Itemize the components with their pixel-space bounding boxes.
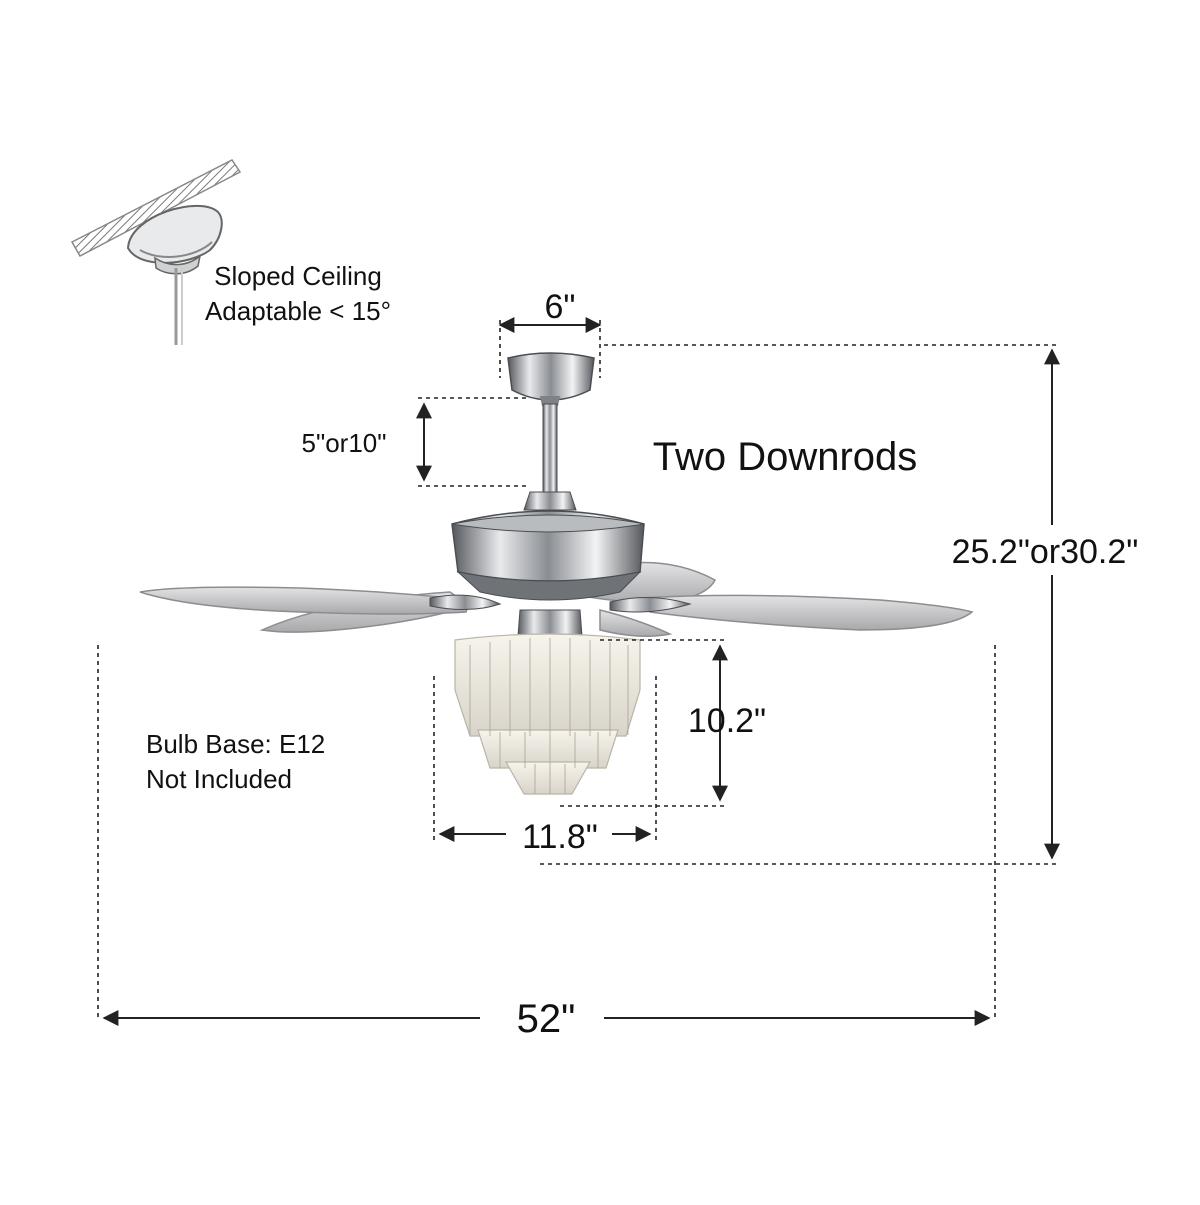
crystal-tier-lower — [504, 761, 592, 795]
ceiling-fan-illustration — [139, 352, 974, 795]
blade-span-label: 52" — [517, 997, 576, 1041]
bulb-note-line1: Bulb Base: E12 — [146, 729, 325, 759]
ceiling-note-line2: Adaptable < 15° — [205, 296, 391, 326]
sloped-ceiling-illustration — [70, 159, 242, 345]
downrod-length-label: 5"or10" — [302, 428, 387, 458]
total-height-label: 25.2"or30.2" — [952, 533, 1139, 571]
fan-blade-left — [139, 586, 472, 615]
fan-blade-front — [599, 609, 673, 637]
canopy-width-label: 6" — [545, 288, 576, 326]
light-kit-width-label: 11.8" — [522, 818, 598, 856]
bulb-note-line2: Not Included — [146, 764, 292, 794]
ceiling-note-line1: Sloped Ceiling — [214, 261, 382, 291]
canopy — [507, 352, 595, 401]
light-kit-height-label: 10.2" — [688, 702, 766, 740]
downrod — [542, 403, 558, 493]
downrods-note: Two Downrods — [653, 435, 918, 479]
ceiling-slab — [70, 159, 242, 258]
crystal-tier-upper — [454, 633, 641, 737]
light-kit-cap — [517, 609, 583, 637]
fan-blade-right — [638, 594, 974, 631]
crystal-tier-middle — [477, 729, 619, 769]
